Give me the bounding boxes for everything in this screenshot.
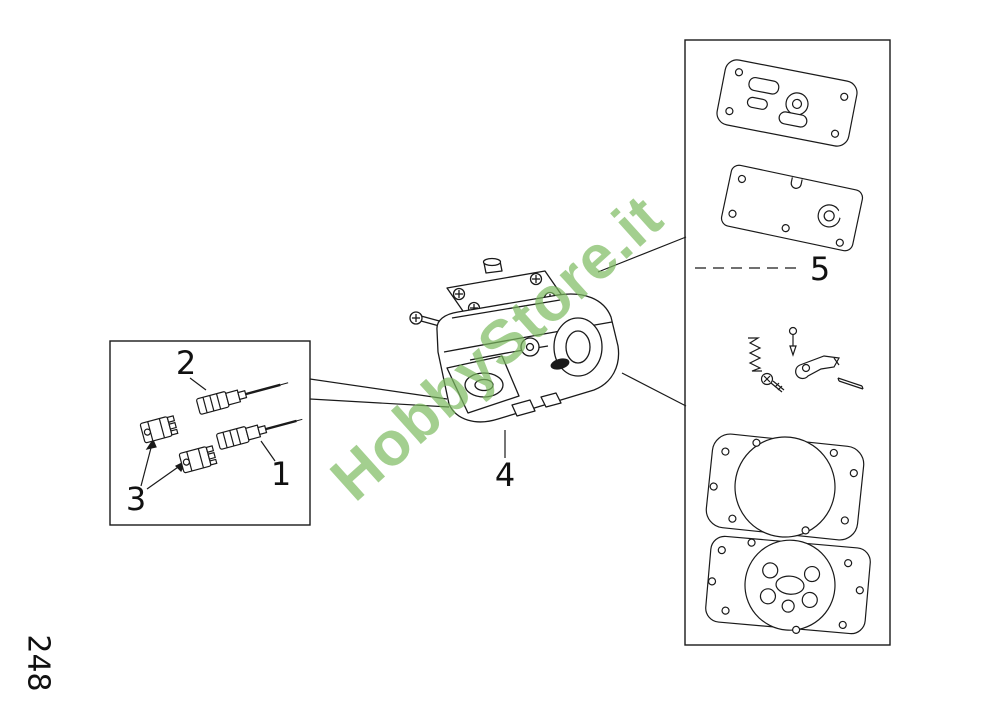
adjustment-needle-part2 bbox=[196, 382, 289, 415]
spring-icon bbox=[748, 337, 762, 372]
page-number: 248 bbox=[20, 634, 56, 692]
limiter-cap-b bbox=[178, 445, 218, 474]
metering-diaphragm bbox=[705, 535, 871, 635]
lever-screw-icon bbox=[760, 372, 785, 393]
limiter-cap-a bbox=[139, 415, 179, 444]
inlet-needle-icon bbox=[788, 326, 798, 357]
part-label-1: 1 bbox=[270, 455, 292, 493]
part-label-2: 2 bbox=[175, 344, 197, 382]
part-label-3: 3 bbox=[125, 480, 147, 518]
carburetor-illustration bbox=[409, 257, 620, 423]
part-label-4: 4 bbox=[494, 456, 516, 494]
gasket-kit-group bbox=[705, 59, 871, 635]
metering-lever-icon bbox=[795, 355, 840, 380]
adjustment-screws-group bbox=[139, 382, 303, 474]
lever-pin-icon bbox=[837, 377, 864, 390]
part-label-5: 5 bbox=[809, 250, 831, 288]
metering-hardware-group bbox=[748, 326, 864, 393]
diaphragm-gasket bbox=[705, 433, 865, 541]
pump-gasket bbox=[720, 164, 864, 252]
right-parts-box bbox=[684, 39, 891, 646]
pump-cover-plate bbox=[716, 59, 858, 147]
left-parts-box bbox=[109, 340, 311, 526]
adjustment-needle-part1 bbox=[216, 418, 303, 450]
